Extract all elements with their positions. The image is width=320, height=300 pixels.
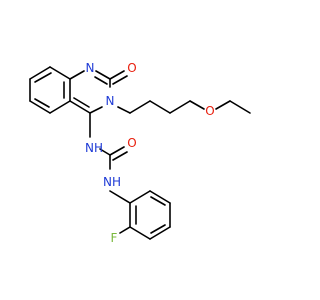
bond bbox=[112, 75, 128, 85]
bond bbox=[129, 190, 151, 204]
bond bbox=[129, 100, 151, 114]
oxygen-atom-label: O bbox=[205, 104, 214, 118]
bond bbox=[89, 106, 103, 114]
bond bbox=[129, 226, 151, 240]
bond bbox=[215, 100, 231, 110]
atom-labels: N N O O NH O NH F bbox=[85, 61, 215, 245]
amine-nh-label: NH bbox=[85, 141, 103, 155]
bond bbox=[73, 97, 90, 108]
fluorine-atom-label: F bbox=[111, 231, 118, 245]
bond bbox=[150, 224, 166, 234]
bond bbox=[109, 70, 125, 80]
bond bbox=[149, 226, 171, 240]
bond bbox=[119, 226, 131, 234]
bond bbox=[29, 66, 51, 80]
oxygen-atom-label: O bbox=[127, 136, 136, 150]
bond bbox=[112, 151, 128, 161]
bond bbox=[29, 100, 51, 114]
bond bbox=[109, 146, 125, 156]
bond bbox=[150, 196, 166, 206]
bond bbox=[49, 100, 71, 114]
bond bbox=[169, 100, 191, 114]
bond bbox=[149, 190, 171, 204]
nitrogen-atom-label: N bbox=[106, 94, 115, 108]
bond bbox=[69, 100, 91, 114]
bond bbox=[34, 72, 52, 83]
nitrogen-atom-label: N bbox=[86, 61, 95, 75]
bonds bbox=[29, 66, 251, 240]
bond bbox=[94, 76, 108, 85]
bond bbox=[109, 190, 131, 204]
bond bbox=[149, 100, 171, 114]
bond bbox=[95, 70, 111, 80]
amine-nh-label: NH bbox=[103, 175, 121, 189]
bond bbox=[229, 100, 251, 114]
bond bbox=[99, 148, 111, 156]
bond bbox=[117, 106, 131, 114]
oxygen-atom-label: O bbox=[127, 61, 136, 75]
bond bbox=[49, 66, 71, 80]
bond bbox=[34, 98, 50, 108]
molecule-structure-diagram: N N O O NH O NH F bbox=[29, 61, 251, 245]
bond bbox=[69, 70, 85, 80]
bond bbox=[189, 100, 205, 110]
